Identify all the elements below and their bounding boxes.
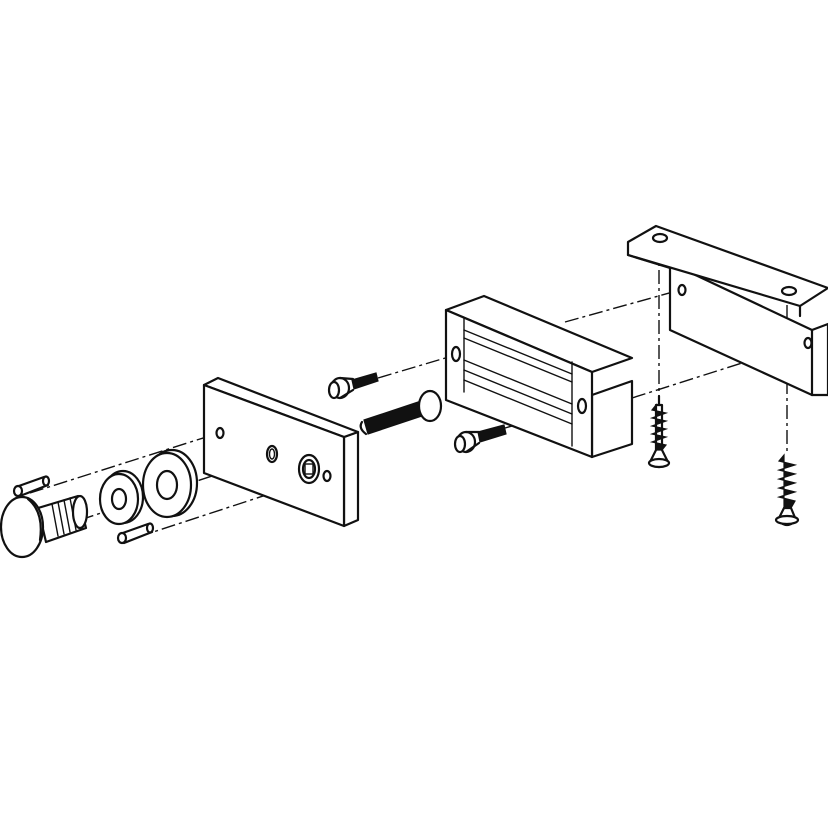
housing-screw-hole	[576, 397, 588, 415]
bracket-screw-hole	[780, 285, 798, 297]
bracket-mount-hole	[677, 283, 687, 297]
plunger-head	[0, 495, 45, 559]
electromagnet-housing	[444, 294, 634, 459]
axis-line-bracket-upper	[564, 289, 681, 323]
rubber-washer	[141, 448, 199, 519]
plate-pin-hole	[322, 469, 332, 483]
armature-plate	[202, 376, 360, 528]
roll-pin-top	[12, 475, 51, 498]
roll-pin-bottom	[116, 522, 155, 545]
bracket-mount-hole	[803, 336, 813, 350]
wood-screw-right	[774, 453, 800, 527]
cap-screw-lower	[453, 424, 507, 454]
l-bracket	[626, 224, 828, 397]
spacer-washer	[98, 469, 145, 526]
axis-line-top-pin	[29, 431, 223, 494]
axis-line-upper-screw	[377, 355, 453, 379]
cap-screw-upper	[327, 372, 379, 400]
mushroom-plunger	[0, 494, 89, 559]
housing-front-face	[444, 308, 594, 459]
bracket-screw-hole	[651, 232, 669, 244]
housing-screw-hole	[450, 345, 462, 363]
housing-end-face	[590, 379, 634, 459]
center-bolt	[359, 389, 443, 436]
bracket-top-plate	[626, 224, 828, 308]
wood-screw-left	[647, 394, 671, 469]
plate-end-face	[342, 430, 360, 528]
plate-pin-hole	[215, 426, 225, 440]
